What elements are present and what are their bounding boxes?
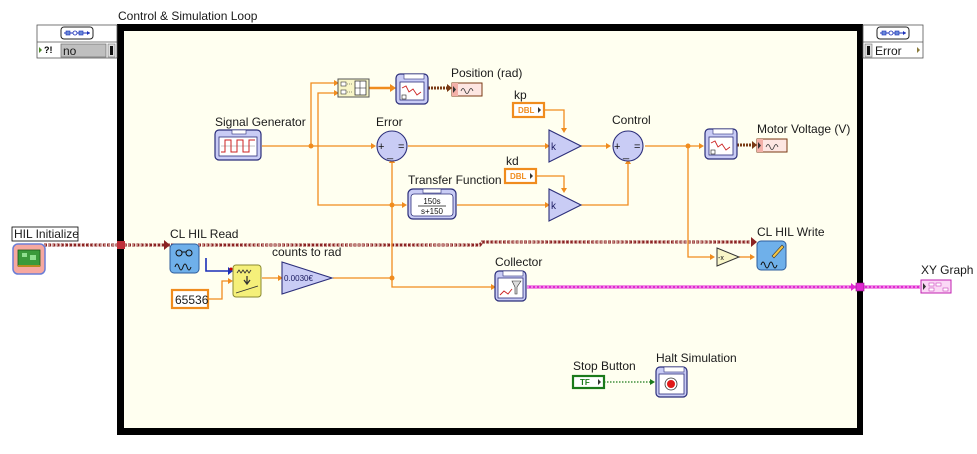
halt-simulation-label: Halt Simulation	[656, 351, 737, 365]
tf-numerator: 150s	[423, 197, 440, 206]
kp-type: DBL	[518, 106, 535, 115]
motor-voltage-label: Motor Voltage (V)	[757, 122, 850, 136]
scaling-node[interactable]	[232, 264, 262, 298]
transfer-function-label: Transfer Function	[408, 173, 502, 187]
xy-graph-label: XY Graph	[921, 263, 973, 277]
position-scope-node[interactable]	[395, 73, 429, 105]
hil-initialize-node[interactable]: HIL Initialize	[11, 226, 79, 275]
cl-hil-write-node[interactable]: CL HIL Write	[756, 225, 825, 271]
stop-button-label: Stop Button	[573, 359, 636, 373]
svg-text:+: +	[614, 141, 620, 153]
down-arrow-icon	[243, 276, 251, 286]
signal-generator-label: Signal Generator	[215, 115, 306, 129]
build-array-node[interactable]	[337, 78, 370, 98]
daq-board-icon	[17, 249, 41, 267]
input-arrow-icon	[39, 47, 42, 53]
d-term-wire[interactable]	[581, 162, 629, 206]
square-wave-icon	[221, 139, 255, 153]
kp-wire[interactable]	[545, 109, 565, 130]
collector-node[interactable]: Collector	[494, 255, 542, 302]
kd-label: kd	[506, 154, 519, 168]
constant-wire[interactable]	[209, 280, 230, 300]
loop-config-icon[interactable]	[60, 26, 94, 40]
motor-voltage-indicator[interactable]: Motor Voltage (V)	[756, 122, 850, 153]
kp-label: kp	[514, 88, 527, 102]
xy-graph-indicator[interactable]: XY Graph	[920, 263, 973, 294]
error-sum-node[interactable]: Error + _ =	[376, 115, 408, 162]
output-arrow-icon	[917, 47, 920, 53]
stop-button-type: TF	[580, 378, 590, 387]
constant-65536[interactable]: 65536	[170, 288, 210, 310]
cl-hil-write-label: CL HIL Write	[757, 225, 825, 239]
gain-k-label: k	[551, 142, 557, 153]
motor-scope-node[interactable]	[704, 128, 738, 160]
control-sum-node[interactable]: Control + _ =	[612, 113, 651, 162]
loop-output-node[interactable]: Error	[862, 24, 924, 59]
waveform-icon	[174, 263, 192, 271]
hil-tunnel	[117, 241, 125, 249]
gain-value: 0.0030€	[284, 274, 313, 283]
input-value-box[interactable]	[60, 43, 107, 58]
position-indicator[interactable]: Position (rad)	[451, 66, 522, 97]
halt-simulation-node[interactable]: Halt Simulation	[655, 351, 737, 398]
pencil-icon	[771, 244, 785, 259]
waveform-icon	[760, 261, 778, 269]
input-value: no	[63, 44, 77, 58]
glasses-icon	[175, 249, 193, 257]
counts-to-rad-gain[interactable]: counts to rad 0.0030€	[272, 245, 341, 295]
transfer-function-node[interactable]: Transfer Function 150s s+150	[407, 173, 502, 220]
kd-wire[interactable]	[537, 175, 565, 190]
signal-generator-node[interactable]: Signal Generator	[214, 115, 306, 161]
svg-text:_: _	[622, 148, 630, 160]
loop-config-icon[interactable]	[876, 26, 910, 40]
sawtooth-icon	[236, 269, 252, 274]
output-value: Error	[875, 44, 902, 58]
constant-value: 65536	[175, 293, 209, 307]
kp-gain-block[interactable]: k	[548, 129, 583, 163]
tf-denominator: s+150	[421, 207, 444, 216]
hil-initialize-label: HIL Initialize	[14, 227, 79, 241]
kd-gain-block[interactable]: k	[548, 188, 583, 222]
cl-hil-read-label: CL HIL Read	[170, 227, 238, 241]
stop-button-control[interactable]: Stop Button TF	[571, 359, 636, 390]
loop-title: Control & Simulation Loop	[118, 9, 258, 23]
kd-control[interactable]: kd DBL	[503, 154, 538, 185]
loop-input-node[interactable]: ?! no	[36, 24, 118, 59]
svg-text:=: =	[398, 141, 404, 153]
cl-hil-read-node[interactable]: CL HIL Read	[169, 227, 238, 274]
kp-control[interactable]: kp DBL	[511, 88, 546, 119]
stop-icon	[667, 380, 675, 388]
kd-type: DBL	[510, 172, 527, 181]
encoder-counts-wire[interactable]	[205, 258, 230, 272]
error-indicator: ?!	[44, 45, 53, 55]
error-label: Error	[376, 115, 403, 129]
negate-block[interactable]: -x	[716, 247, 741, 267]
simulation-loop-frame[interactable]	[117, 24, 863, 435]
svg-text:=: =	[634, 141, 640, 153]
position-label: Position (rad)	[451, 66, 522, 80]
negate-symbol: -x	[718, 255, 724, 262]
svg-text:+: +	[378, 141, 384, 153]
svg-text:_: _	[386, 148, 394, 160]
xy-data-wire[interactable]	[527, 282, 920, 292]
control-label: Control	[612, 113, 651, 127]
gain-k-label: k	[551, 201, 557, 212]
funnel-icon	[511, 280, 522, 295]
counts-to-rad-label: counts to rad	[272, 245, 341, 259]
collector-label: Collector	[495, 255, 542, 269]
